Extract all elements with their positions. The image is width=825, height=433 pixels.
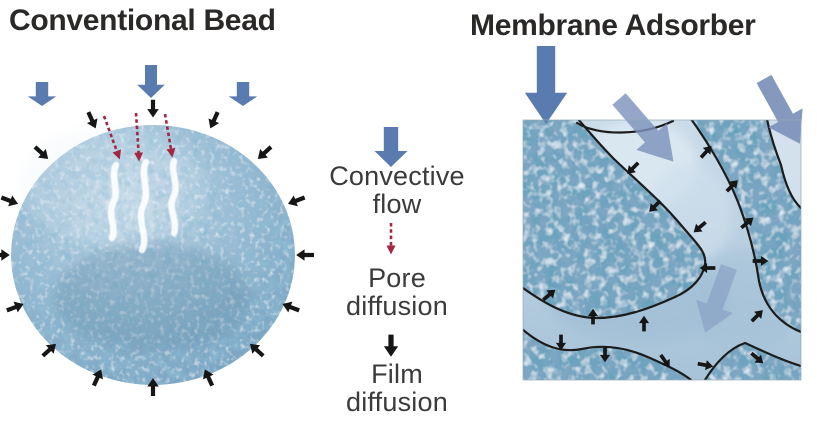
film-diffusion-arrow [0, 249, 10, 261]
legend-convective-line2: flow [372, 189, 422, 219]
flow-arrow [228, 82, 258, 106]
membrane-adsorber-panel [522, 46, 817, 381]
legend-convective-line1: Convective [329, 161, 465, 191]
flow-arrow [27, 82, 57, 106]
page-title-conventional-bead: Conventional Bead [9, 4, 276, 37]
pore-diffusion-dashed-arrow [102, 115, 121, 160]
legend-label-convective-flow: Convective flow [297, 162, 497, 218]
film-diffusion-arrow-icon [383, 334, 399, 357]
flow-arrow [137, 65, 165, 98]
flow-arrow [524, 46, 568, 124]
legend-film-line1: Film [371, 359, 423, 389]
pore-diffusion-dashed-arrow [134, 112, 144, 162]
film-diffusion-arrow [253, 142, 275, 164]
membrane-region-top-left [523, 120, 706, 318]
film-diffusion-arrow [0, 192, 21, 210]
pore-diffusion-inlet-arrows [102, 112, 176, 162]
membrane-porous-regions [523, 120, 801, 380]
film-diffusion-arrow [147, 99, 159, 118]
film-diffusion-arrow [296, 249, 314, 261]
legend-pore-line2: diffusion [346, 291, 448, 321]
film-diffusion-arrow-glyph [383, 334, 399, 357]
legend-film-line2: diffusion [346, 387, 448, 417]
legend-label-pore-diffusion: Pore diffusion [297, 264, 497, 320]
pore-diffusion-dashed-arrow [163, 113, 176, 158]
membrane-square-border [522, 119, 802, 381]
legend-label-film-diffusion: Film diffusion [297, 360, 497, 416]
bead-shadow-patch [54, 243, 250, 353]
convective-flow-arrows [27, 65, 258, 106]
film-diffusion-arrow [83, 109, 101, 131]
legend-arrow-column [374, 127, 408, 357]
page-title-membrane-adsorber: Membrane Adsorber [470, 9, 756, 42]
conventional-bead-panel [0, 65, 314, 396]
bead-pore-channels [107, 157, 179, 254]
legend-pore-line1: Pore [368, 263, 426, 293]
membrane-region-bottom-strip [523, 329, 691, 380]
membrane-region-stripe [691, 120, 801, 332]
membrane-boundary-lines [523, 120, 801, 380]
film-diffusion-arrow [205, 109, 223, 131]
